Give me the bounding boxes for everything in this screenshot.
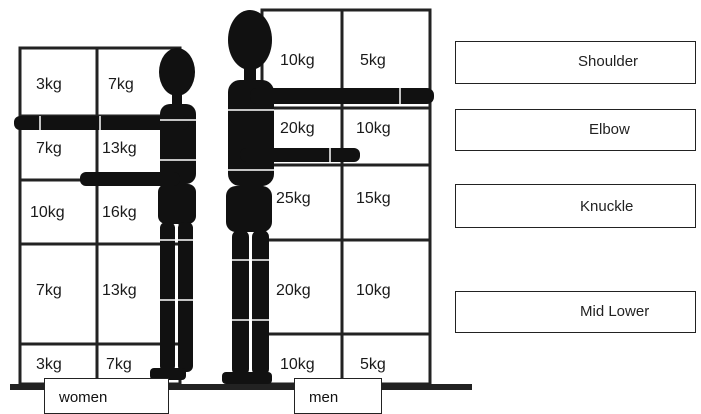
- women-cell-r1-c2: 7kg: [108, 76, 134, 94]
- label-box-knuckle: Knuckle: [455, 184, 696, 228]
- women-cell-r2-c1: 7kg: [36, 140, 62, 158]
- man-figure: [222, 10, 434, 384]
- women-cell-r5-c2: 7kg: [106, 356, 132, 374]
- men-cell-r4-c1: 20kg: [276, 282, 311, 300]
- label-box-elbow: Elbow: [455, 109, 696, 151]
- caption-men: men: [309, 389, 338, 406]
- men-cell-r3-c1: 25kg: [276, 190, 311, 208]
- men-cell-r1-c2: 5kg: [360, 52, 386, 70]
- women-cell-r3-c2: 16kg: [102, 204, 137, 222]
- caption-box-men: men: [294, 378, 382, 414]
- label-knuckle: Knuckle: [580, 198, 633, 215]
- women-cell-r3-c1: 10kg: [30, 204, 65, 222]
- label-box-shoulder: Shoulder: [455, 41, 696, 84]
- women-cell-r4-c2: 13kg: [102, 282, 137, 300]
- men-cell-r5-c2: 5kg: [360, 356, 386, 374]
- men-cell-r3-c2: 15kg: [356, 190, 391, 208]
- women-cell-r2-c2: 13kg: [102, 140, 137, 158]
- caption-women: women: [59, 389, 107, 406]
- label-elbow: Elbow: [589, 121, 630, 138]
- label-box-mid-lower: Mid Lower: [455, 291, 696, 333]
- men-cell-r2-c2: 10kg: [356, 120, 391, 138]
- label-mid-lower: Mid Lower: [580, 303, 649, 320]
- women-cell-r5-c1: 3kg: [36, 356, 62, 374]
- men-cell-r2-c1: 20kg: [280, 120, 315, 138]
- men-cell-r1-c1: 10kg: [280, 52, 315, 70]
- women-cell-r1-c1: 3kg: [36, 76, 62, 94]
- men-cell-r4-c2: 10kg: [356, 282, 391, 300]
- caption-box-women: women: [44, 378, 169, 414]
- women-cell-r4-c1: 7kg: [36, 282, 62, 300]
- label-shoulder: Shoulder: [578, 53, 638, 70]
- men-cell-r5-c1: 10kg: [280, 356, 315, 374]
